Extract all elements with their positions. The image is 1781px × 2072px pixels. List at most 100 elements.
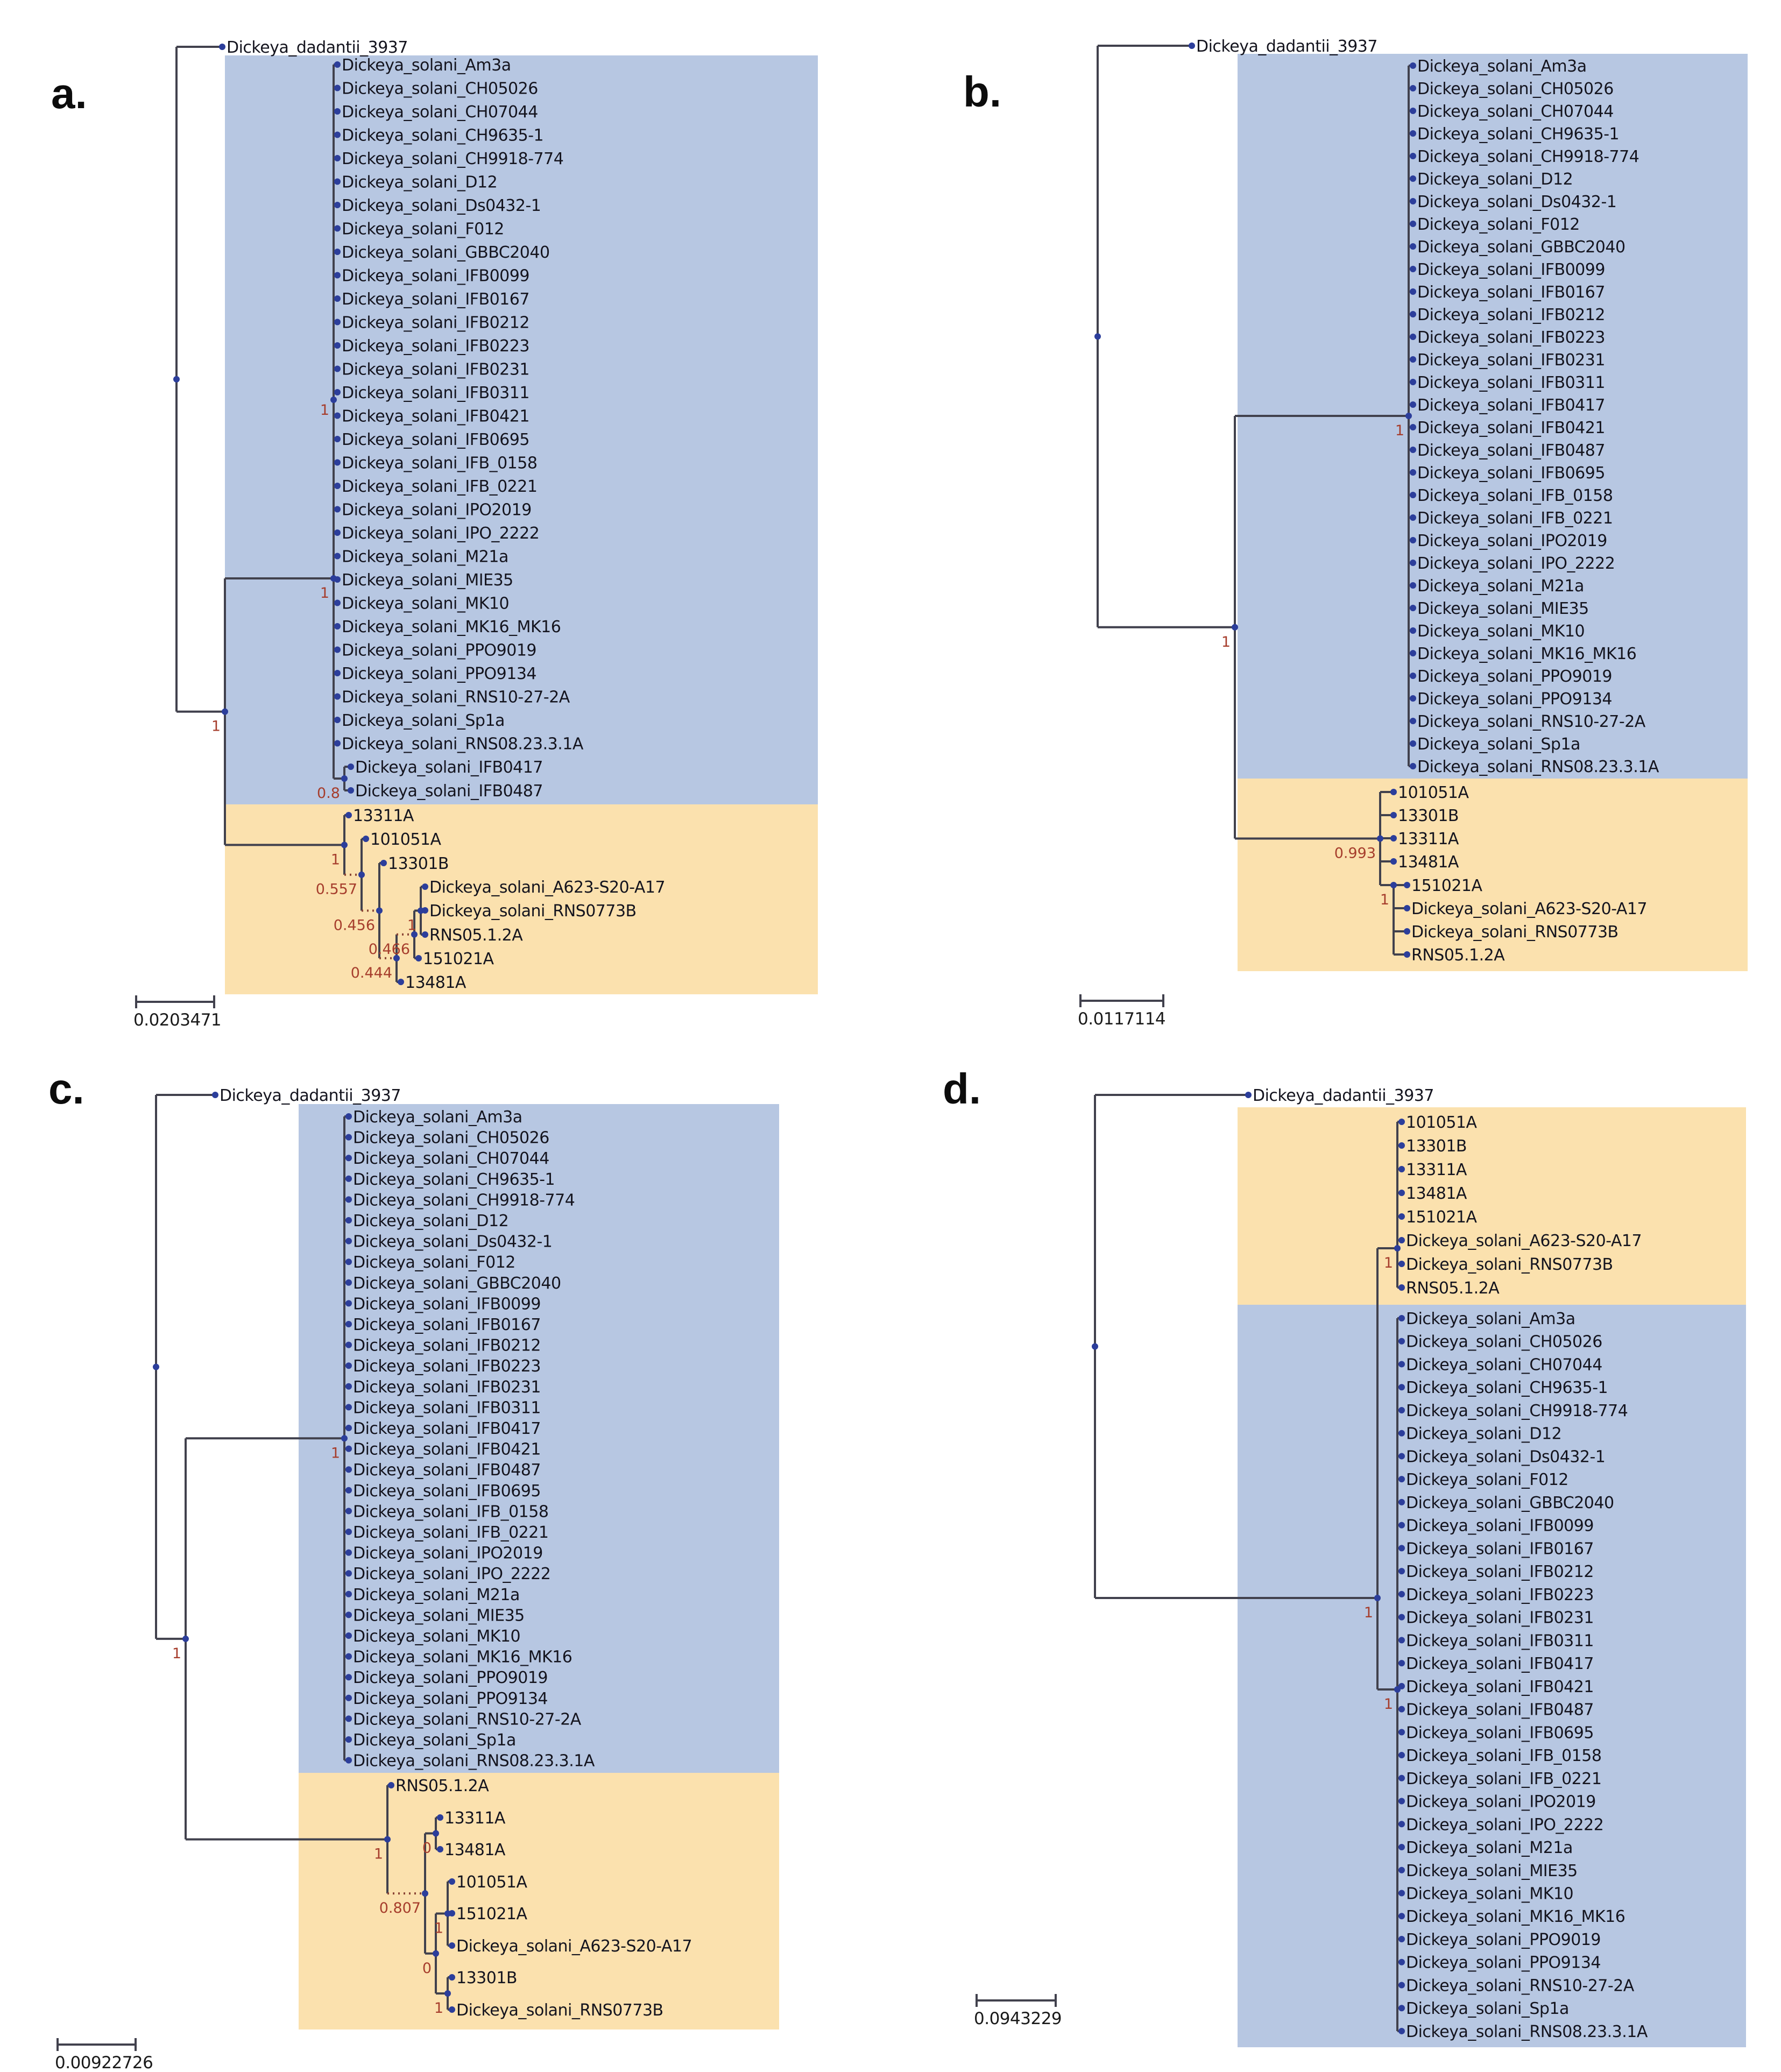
node-dot <box>345 1237 352 1244</box>
node-dot <box>330 397 337 403</box>
node-dot <box>449 1878 455 1885</box>
node-dot <box>345 1611 352 1618</box>
taxon-label: Dickeya_solani_PPO9134 <box>1417 690 1612 709</box>
node-dot <box>1390 835 1397 841</box>
taxon-label: Dickeya_solani_IPO_2222 <box>353 1565 550 1583</box>
taxon-label: Dickeya_solani_IFB_0158 <box>1406 1746 1601 1765</box>
taxon-label: Dickeya_solani_IFB_0158 <box>342 454 537 473</box>
node-dot <box>334 295 341 302</box>
node-dot <box>1404 882 1410 888</box>
node-dot <box>1398 1284 1405 1291</box>
node-dot <box>1410 740 1416 747</box>
node-dot <box>348 763 354 770</box>
taxon-label: Dickeya_solani_CH9918-774 <box>342 150 563 168</box>
support-value: 0.807 <box>379 1900 421 1917</box>
node-dot <box>334 272 341 279</box>
node-dot <box>376 907 383 914</box>
taxon-label: Dickeya_solani_PPO9134 <box>1406 1954 1601 1972</box>
taxon-label: Dickeya_solani_IFB_0221 <box>1417 509 1613 528</box>
taxon-label: 151021A <box>1411 876 1483 895</box>
node-dot <box>345 1362 352 1369</box>
taxon-label: Dickeya_solani_RNS08.23.3.1A <box>1417 758 1659 776</box>
node-dot <box>334 202 341 208</box>
node-dot <box>1398 1982 1405 1989</box>
node-dot <box>1398 1866 1405 1873</box>
taxon-label: Dickeya_solani_RNS10-27-2A <box>353 1710 582 1729</box>
taxon-label: Dickeya_solani_A623-S20-A17 <box>456 1937 692 1956</box>
node-dot <box>422 931 428 938</box>
node-dot <box>1390 789 1397 795</box>
support-value: 0.466 <box>369 941 410 958</box>
node-dot <box>1410 221 1416 227</box>
taxon-label: Dickeya_solani_M21a <box>353 1586 520 1604</box>
support-value: 0.993 <box>1334 845 1376 862</box>
taxon-label: Dickeya_dadantii_3937 <box>220 1086 401 1105</box>
taxon-label: Dickeya_solani_IFB_0158 <box>353 1502 548 1521</box>
taxon-label: Dickeya_solani_Ds0432-1 <box>1417 193 1616 211</box>
taxon-label: Dickeya_solani_D12 <box>1406 1425 1561 1444</box>
taxon-label: Dickeya_solani_IFB0231 <box>1417 351 1605 370</box>
taxon-label: Dickeya_solani_IFB0417 <box>355 758 543 777</box>
node-dot <box>219 44 225 50</box>
node-dot <box>1410 334 1416 340</box>
node-dot <box>1398 1821 1405 1828</box>
node-dot <box>1398 1545 1405 1552</box>
node-dot <box>1398 1453 1405 1460</box>
taxon-label: Dickeya_solani_MK10 <box>1417 622 1585 641</box>
taxon-label: 13481A <box>1398 853 1459 872</box>
node-dot <box>1398 1614 1405 1621</box>
taxon-label: Dickeya_solani_PPO9019 <box>1417 667 1612 686</box>
taxon-label: Dickeya_solani_GBBC2040 <box>353 1274 561 1293</box>
taxon-label: Dickeya_solani_IFB0099 <box>1406 1517 1594 1536</box>
node-dot <box>345 1425 352 1431</box>
taxon-label: Dickeya_solani_IPO_2222 <box>1406 1815 1603 1834</box>
node-dot <box>345 1404 352 1411</box>
taxon-label: Dickeya_solani_RNS0773B <box>429 902 637 921</box>
taxon-label: Dickeya_solani_IFB0231 <box>342 360 529 379</box>
taxon-label: Dickeya_solani_CH9918-774 <box>353 1191 575 1210</box>
taxon-label: Dickeya_solani_PPO9019 <box>1406 1930 1601 1949</box>
taxon-label: Dickeya_solani_IFB0231 <box>1406 1609 1594 1628</box>
taxon-label: Dickeya_solani_PPO9134 <box>342 664 536 683</box>
node-dot <box>334 436 341 442</box>
taxon-label: Dickeya_solani_IFB0167 <box>353 1316 541 1334</box>
taxon-label: Dickeya_solani_IFB0487 <box>355 782 543 801</box>
taxon-label: Dickeya_solani_M21a <box>1417 577 1584 596</box>
node-dot <box>334 365 341 372</box>
node-dot <box>1410 424 1416 430</box>
node-dot <box>358 871 365 878</box>
node-dot <box>1398 1844 1405 1851</box>
taxon-label: Dickeya_solani_RNS10-27-2A <box>1406 1976 1635 1995</box>
taxon-label: Dickeya_solani_IFB0695 <box>1406 1723 1594 1742</box>
node-dot <box>444 1910 451 1917</box>
node-dot <box>1410 537 1416 543</box>
taxon-label: 101051A <box>370 830 442 849</box>
node-dot <box>1410 62 1416 69</box>
node-dot <box>422 883 428 890</box>
taxon-label: Dickeya_solani_MIE35 <box>1417 599 1589 618</box>
taxon-label: 13481A <box>405 973 467 992</box>
node-dot <box>1398 2005 1405 2012</box>
taxon-label: Dickeya_solani_IFB0421 <box>353 1440 541 1459</box>
taxon-label: Dickeya_solani_IPO2019 <box>353 1544 543 1563</box>
taxon-label: Dickeya_solani_MK16_MK16 <box>342 618 561 637</box>
node-dot <box>345 1445 352 1452</box>
support-value: 1 <box>1221 634 1231 650</box>
node-dot <box>345 1466 352 1473</box>
node-dot <box>334 506 341 513</box>
taxon-label: Dickeya_solani_MK16_MK16 <box>353 1648 572 1667</box>
taxon-label: Dickeya_solani_MK10 <box>342 595 509 613</box>
taxon-label: Dickeya_solani_IPO_2222 <box>1417 554 1615 573</box>
taxon-label: Dickeya_solani_M21a <box>1406 1838 1573 1857</box>
taxon-label: Dickeya_solani_IFB0212 <box>1417 306 1605 324</box>
node-dot <box>1410 605 1416 611</box>
node-dot <box>1398 1637 1405 1644</box>
node-dot <box>1398 1430 1405 1437</box>
taxon-label: Dickeya_solani_F012 <box>342 220 504 239</box>
panel-letter-d: d. <box>943 1065 981 1113</box>
taxon-label: Dickeya_solani_IFB0212 <box>1406 1562 1594 1581</box>
node-dot <box>1374 1595 1381 1601</box>
taxon-label: Dickeya_solani_IFB0311 <box>342 384 529 402</box>
node-dot <box>1398 1958 1405 1965</box>
node-dot <box>345 1321 352 1327</box>
